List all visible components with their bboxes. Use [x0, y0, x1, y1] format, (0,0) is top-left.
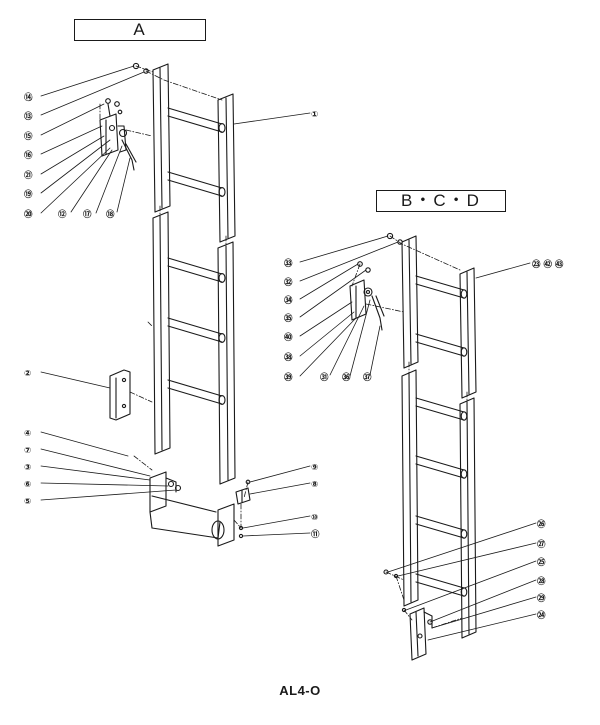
part-label-38: ㊳ [284, 352, 293, 363]
part-label-11: ⑪ [311, 529, 320, 540]
part-label-1: ① [311, 110, 318, 120]
part-label-4: ④ [24, 429, 31, 439]
view-bcd-label: B・C・D [376, 190, 506, 212]
leader-lines [40, 65, 537, 641]
part-label-31: ㉛ [320, 372, 329, 383]
figure-code: AL4-O [279, 683, 321, 698]
part-label-8: ⑧ [311, 480, 318, 490]
part-label-27: ㉗ [537, 539, 546, 550]
part-label-3: ③ [24, 463, 31, 473]
part-label-9: ⑨ [311, 463, 318, 473]
part-label-25: ㉕ [537, 557, 546, 568]
part-label-13: ⑬ [24, 111, 33, 122]
part-label-10: ⑩ [311, 513, 318, 523]
part-label-12: ⑫ [58, 209, 67, 220]
part-label-23-42-43: ㉓ ㊷ ㊸ [532, 259, 564, 270]
part-label-6: ⑥ [24, 480, 31, 490]
part-label-24: ㉔ [537, 610, 546, 621]
part-label-29: ㉙ [537, 593, 546, 604]
part-label-28: ㉘ [537, 576, 546, 587]
part-label-36: ㊱ [342, 372, 351, 383]
part-label-18: ⑱ [106, 209, 115, 220]
part-label-39: ㊴ [284, 372, 293, 383]
part-label-20: ⑳ [24, 209, 33, 220]
part-label-5: ⑤ [24, 497, 31, 507]
part-label-33: ㉝ [284, 258, 293, 269]
part-label-26: ㉖ [537, 519, 546, 530]
part-label-32: ㉜ [284, 277, 293, 288]
part-label-19: ⑲ [24, 189, 33, 200]
view-a-label: A [74, 19, 206, 41]
part-label-17: ⑰ [83, 209, 92, 220]
part-label-34: ㉞ [284, 295, 293, 306]
part-label-16: ⑯ [24, 150, 33, 161]
part-label-21: ㉑ [24, 170, 33, 181]
part-label-14: ⑭ [24, 92, 33, 103]
part-label-40: ㊵ [284, 332, 293, 343]
part-label-37: ㊲ [363, 372, 372, 383]
part-label-15: ⑮ [24, 131, 33, 142]
ladder-a [99, 62, 251, 547]
part-labels: ⑭ ⑬ ⑮ ⑯ ㉑ ⑲ ⑳ ⑫ ⑰ ⑱ ① ② ④ ⑦ ③ ⑥ ⑤ ⑨ ⑧ ⑩ … [24, 92, 564, 621]
ladder-bcd [349, 232, 477, 661]
part-label-35: ㉟ [284, 313, 293, 324]
part-label-7: ⑦ [24, 446, 31, 456]
part-label-2: ② [24, 369, 31, 379]
